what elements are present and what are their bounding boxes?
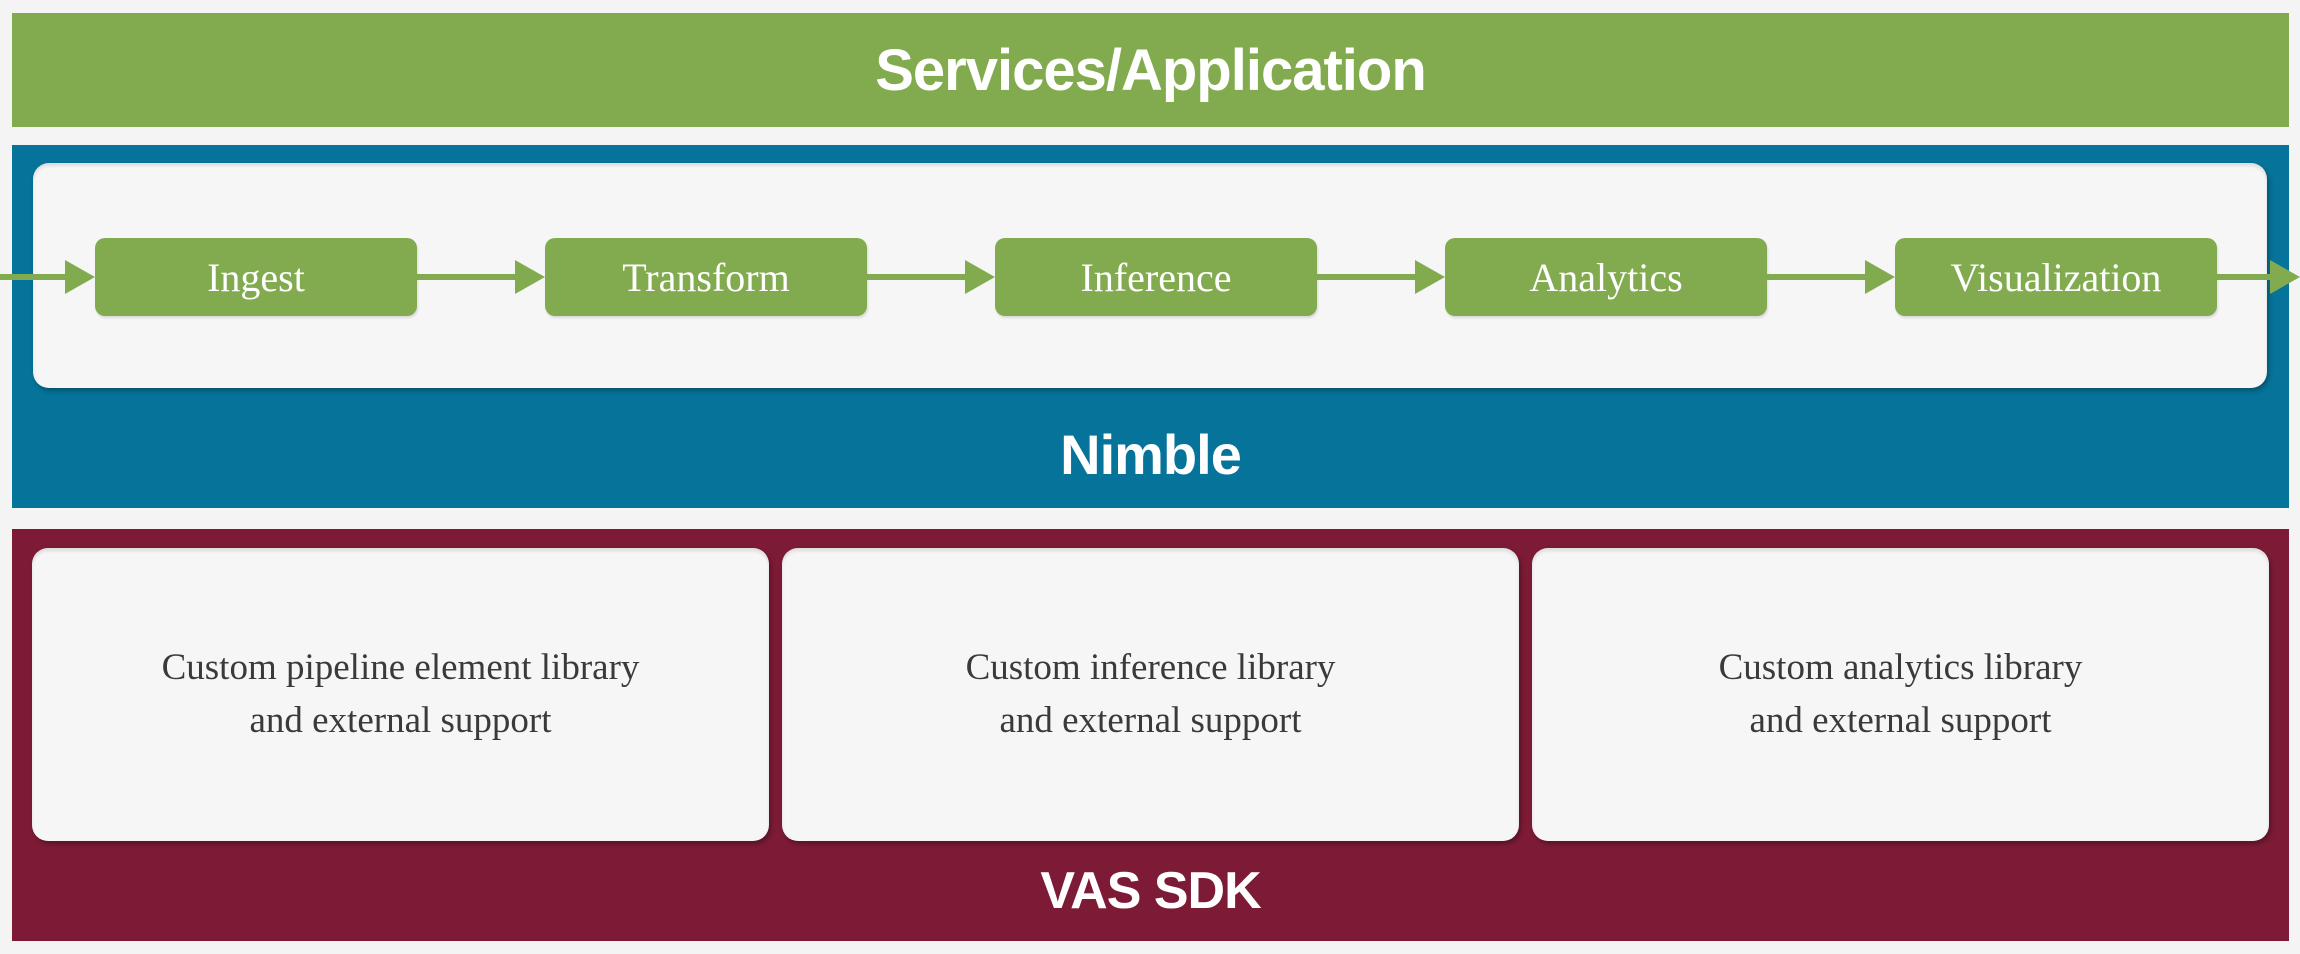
pipeline-step-label: Ingest (207, 254, 305, 300)
pipeline-flow: Ingest Transform Inference Analytics (0, 238, 2300, 316)
arrow-head (1865, 260, 1895, 294)
arrow-shaft (1767, 274, 1867, 280)
arrow-shaft (867, 274, 967, 280)
pipeline-step-label: Analytics (1529, 254, 1683, 300)
custom-analytics-library-text: Custom analytics library and external su… (1718, 646, 2083, 741)
flow-exit-arrow-icon (2217, 238, 2300, 316)
custom-pipeline-library-text: Custom pipeline element library and exte… (161, 646, 640, 741)
arrow-head (1415, 260, 1445, 294)
flow-arrow-icon (417, 238, 545, 316)
arrow-shaft (1317, 274, 1417, 280)
pipeline-step-analytics: Analytics (1445, 238, 1767, 316)
vas-sdk-section: Custom pipeline element library and exte… (12, 529, 2289, 941)
custom-pipeline-library-box: Custom pipeline element library and exte… (32, 548, 769, 841)
flow-arrow-icon (1767, 238, 1895, 316)
nimble-section: Nimble (12, 145, 2289, 508)
pipeline-step-inference: Inference (995, 238, 1317, 316)
arrow-head (515, 260, 545, 294)
vas-sdk-label: VAS SDK (1040, 862, 1261, 920)
vas-sdk-label-band: VAS SDK (12, 841, 2289, 941)
vas-sdk-boxes: Custom pipeline element library and exte… (32, 548, 2269, 841)
services-application-banner: Services/Application (12, 13, 2289, 127)
nimble-label: Nimble (1060, 422, 1242, 486)
services-application-title: Services/Application (875, 37, 1427, 103)
pipeline-step-visualization: Visualization (1895, 238, 2217, 316)
pipeline-step-label: Visualization (1950, 254, 2162, 300)
arrow-head (65, 260, 95, 294)
arrow-head (965, 260, 995, 294)
pipeline-step-label: Inference (1080, 254, 1232, 300)
pipeline-step-transform: Transform (545, 238, 867, 316)
custom-analytics-library-box: Custom analytics library and external su… (1532, 548, 2269, 841)
custom-inference-library-text: Custom inference library and external su… (965, 646, 1336, 741)
arrow-head (2270, 260, 2300, 294)
flow-arrow-icon (867, 238, 995, 316)
nimble-label-band: Nimble (12, 388, 2289, 508)
flow-entry-arrow-icon (0, 238, 95, 316)
pipeline-step-label: Transform (622, 254, 790, 300)
flow-arrow-icon (1317, 238, 1445, 316)
arrow-shaft (417, 274, 517, 280)
pipeline-step-ingest: Ingest (95, 238, 417, 316)
arrow-shaft (0, 274, 67, 280)
arrow-shaft (2217, 274, 2272, 280)
custom-inference-library-box: Custom inference library and external su… (782, 548, 1519, 841)
